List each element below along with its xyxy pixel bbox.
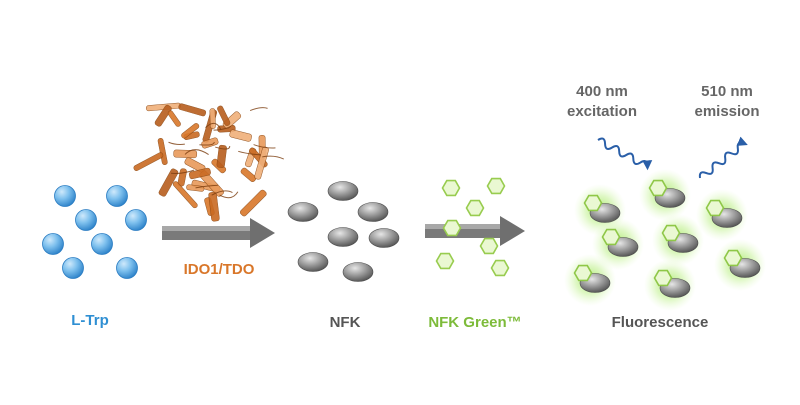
coil-segment [262, 155, 285, 160]
helix-segment [201, 137, 219, 149]
helix-segment [229, 129, 252, 142]
protein-ribbon-icon [133, 102, 285, 222]
emission-wave-icon [698, 136, 748, 179]
fluorescent-complex [639, 169, 691, 221]
label-excitation: excitation [567, 103, 637, 120]
coil-segment [211, 190, 233, 196]
l-trp-sphere [116, 257, 138, 279]
coil-segment [215, 145, 231, 150]
nfk-green-hexagon [435, 252, 455, 270]
nfk-molecules [287, 181, 400, 282]
nfk-ellipse [327, 181, 359, 201]
excitation-wave-icon [597, 137, 653, 171]
nfk-green-hexagon [442, 219, 462, 237]
label-nfk-green: NFK Green™ [428, 314, 521, 331]
helix-segment [157, 137, 168, 166]
coil-segment [199, 141, 215, 146]
helix-segment [208, 191, 220, 222]
l-trp-sphere [106, 185, 128, 207]
l-trp-sphere [62, 257, 84, 279]
fluorescent-complex [714, 239, 766, 291]
helix-segment [188, 167, 211, 180]
l-trp-sphere [125, 209, 147, 231]
helix-segment [178, 103, 207, 117]
coil-segment [238, 150, 262, 156]
label-excitation-wavelength: 400 nm [576, 83, 628, 100]
coil-segment [168, 141, 185, 145]
helix-segment [172, 181, 198, 209]
fluorescent-complex [644, 259, 696, 311]
coil-segment [205, 122, 222, 130]
coil-segment [253, 144, 276, 149]
nfk-green-hexagon [486, 177, 506, 195]
nfk-ellipse [342, 262, 374, 282]
label-nfk: NFK [330, 314, 361, 331]
helix-segment [240, 167, 257, 182]
helix-segment [240, 189, 267, 217]
label-emission: emission [694, 103, 759, 120]
coil-segment [184, 149, 209, 155]
helix-segment [217, 105, 231, 126]
label-emission-wavelength: 510 nm [701, 83, 753, 100]
fluorescent-complex [592, 218, 644, 270]
nfk-ellipse [297, 252, 329, 272]
l-trp-sphere [75, 209, 97, 231]
nfk-ellipse [357, 202, 389, 222]
helix-segment [216, 144, 227, 168]
coil-segment [171, 169, 195, 174]
helix-segment [154, 104, 172, 127]
l-trp-molecules [42, 185, 147, 279]
helix-segment [167, 110, 181, 127]
nfk-ellipse [368, 228, 400, 248]
nfk-green-hexagon [479, 237, 499, 255]
coil-segment [219, 191, 239, 199]
helix-segment [133, 152, 164, 171]
helix-segment [158, 168, 179, 197]
label-fluorescence: Fluorescence [612, 314, 709, 331]
l-trp-sphere [91, 233, 113, 255]
l-trp-sphere [42, 233, 64, 255]
fluorescent-complexes [564, 169, 766, 311]
coil-segment [249, 107, 268, 112]
nfk-green-hexagon [441, 179, 461, 197]
helix-segment [209, 108, 216, 129]
helix-segment [186, 184, 205, 192]
fluorescent-complex [696, 189, 748, 241]
nfk-ellipse [327, 227, 359, 247]
reaction-arrow-2 [425, 216, 525, 246]
nfk-green-hexagon [490, 259, 510, 277]
helix-segment [181, 123, 200, 139]
fluorescent-complex [652, 214, 704, 266]
label-l-trp: L-Trp [71, 312, 109, 329]
l-trp-sphere [54, 185, 76, 207]
nfk-green-hexagon [465, 199, 485, 217]
label-enzyme: IDO1/TDO [184, 261, 255, 278]
reaction-arrow-1 [162, 218, 275, 248]
nfk-green-probes [435, 177, 510, 277]
fluorescent-complex [564, 254, 616, 306]
coil-segment [195, 184, 218, 189]
coil-segment [213, 125, 232, 131]
nfk-ellipse [287, 202, 319, 222]
